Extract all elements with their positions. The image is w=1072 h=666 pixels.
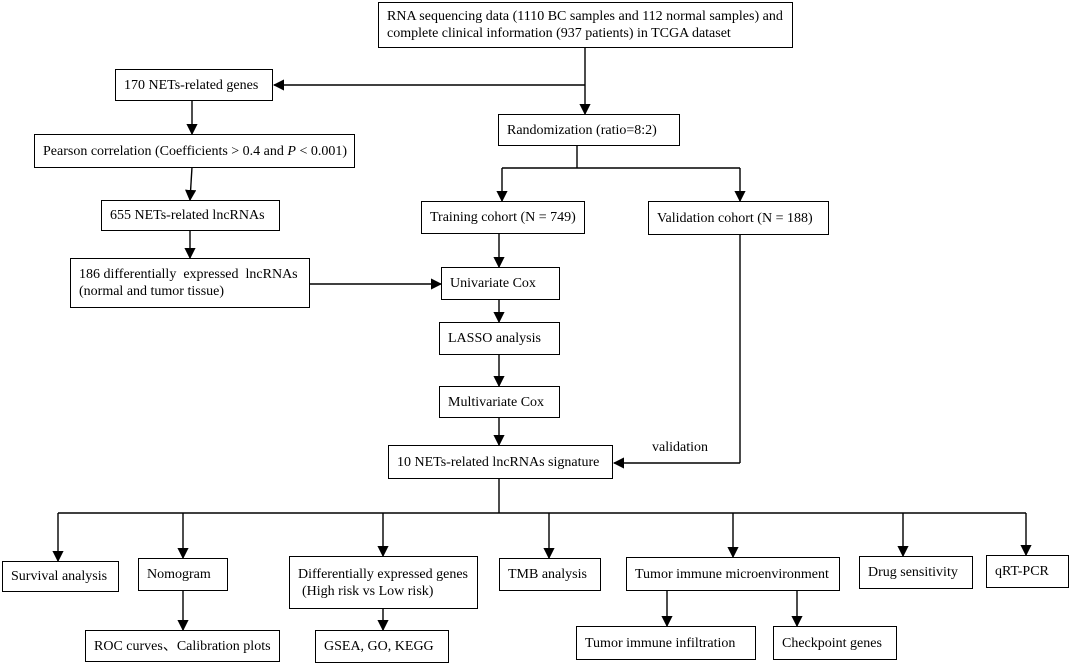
node-170-genes-label: 170 NETs-related genes	[124, 77, 259, 93]
node-deg: Differentially expressed genes (High ris…	[289, 556, 478, 609]
node-deg-line2: (High risk vs Low risk)	[302, 583, 434, 599]
node-drug-sensitivity: Drug sensitivity	[859, 556, 973, 589]
node-multivariate-cox: Multivariate Cox	[439, 386, 560, 418]
node-validation-label: Validation cohort (N = 188)	[657, 210, 813, 226]
node-186-line2: (normal and tumor tissue)	[79, 284, 225, 299]
node-tmb-label: TMB analysis	[508, 567, 587, 582]
node-drug-label: Drug sensitivity	[868, 565, 958, 580]
node-pearson-label: Pearson correlation (Coefficients > 0.4 …	[43, 143, 347, 160]
node-170-genes: 170 NETs-related genes	[115, 69, 273, 101]
node-deg-line1: Differentially expressed genes	[298, 566, 469, 582]
node-infiltration-label: Tumor immune infiltration	[585, 635, 736, 651]
node-tumor-immune-infiltration: Tumor immune infiltration	[576, 626, 756, 660]
node-655-label: 655 NETs-related lncRNAs	[110, 208, 265, 223]
node-univariate-label: Univariate Cox	[450, 276, 536, 291]
node-nomogram-label: Nomogram	[147, 567, 211, 582]
node-rna-sequencing-line2: complete clinical information (937 patie…	[387, 26, 731, 41]
node-randomization-label: Randomization (ratio=8:2)	[507, 122, 657, 138]
node-training-label: Training cohort (N = 749)	[430, 210, 576, 225]
node-qrt-label: qRT-PCR	[995, 564, 1049, 579]
node-roc-calibration: ROC curves、Calibration plots	[85, 630, 280, 662]
node-survival-label: Survival analysis	[11, 569, 108, 584]
edge-label-validation: validation	[652, 440, 708, 455]
node-signature: 10 NETs-related lncRNAs signature	[388, 445, 613, 479]
node-qrt-pcr: qRT-PCR	[986, 555, 1069, 588]
node-signature-label: 10 NETs-related lncRNAs signature	[397, 454, 600, 470]
node-tme-label: Tumor immune microenvironment	[635, 566, 829, 582]
node-tmb-analysis: TMB analysis	[499, 558, 601, 591]
node-training-cohort: Training cohort (N = 749)	[421, 201, 585, 234]
node-lasso-analysis: LASSO analysis	[439, 322, 560, 355]
node-roc-label: ROC curves、Calibration plots	[94, 638, 271, 654]
node-validation-cohort: Validation cohort (N = 188)	[648, 201, 829, 235]
arrow-pearson-to-655	[185, 166, 197, 202]
node-lasso-label: LASSO analysis	[448, 331, 541, 346]
node-checkpoint-genes: Checkpoint genes	[773, 626, 897, 660]
node-gsea-label: GSEA, GO, KEGG	[324, 639, 434, 654]
node-rna-sequencing-line1: RNA sequencing data (1110 BC samples and…	[387, 9, 783, 24]
pearson-suffix: < 0.001)	[295, 143, 348, 159]
pearson-prefix: Pearson correlation (Coefficients > 0.4 …	[43, 143, 288, 159]
node-tumor-immune-microenvironment: Tumor immune microenvironment	[626, 557, 840, 591]
node-186-de-lncrnas: 186 differentially expressed lncRNAs (no…	[70, 258, 310, 308]
node-rna-sequencing: RNA sequencing data (1110 BC samples and…	[378, 2, 793, 48]
node-checkpoint-label: Checkpoint genes	[782, 635, 882, 651]
pearson-p: P	[287, 143, 296, 159]
node-multivariate-label: Multivariate Cox	[448, 394, 545, 410]
node-nomogram: Nomogram	[138, 558, 228, 591]
node-pearson-correlation: Pearson correlation (Coefficients > 0.4 …	[34, 134, 355, 168]
node-univariate-cox: Univariate Cox	[441, 267, 560, 300]
node-655-lncrnas: 655 NETs-related lncRNAs	[101, 200, 280, 231]
node-randomization: Randomization (ratio=8:2)	[498, 114, 680, 146]
node-gsea-go-kegg: GSEA, GO, KEGG	[315, 630, 449, 663]
node-survival-analysis: Survival analysis	[2, 561, 119, 592]
node-186-line1: 186 differentially expressed lncRNAs	[79, 267, 298, 282]
